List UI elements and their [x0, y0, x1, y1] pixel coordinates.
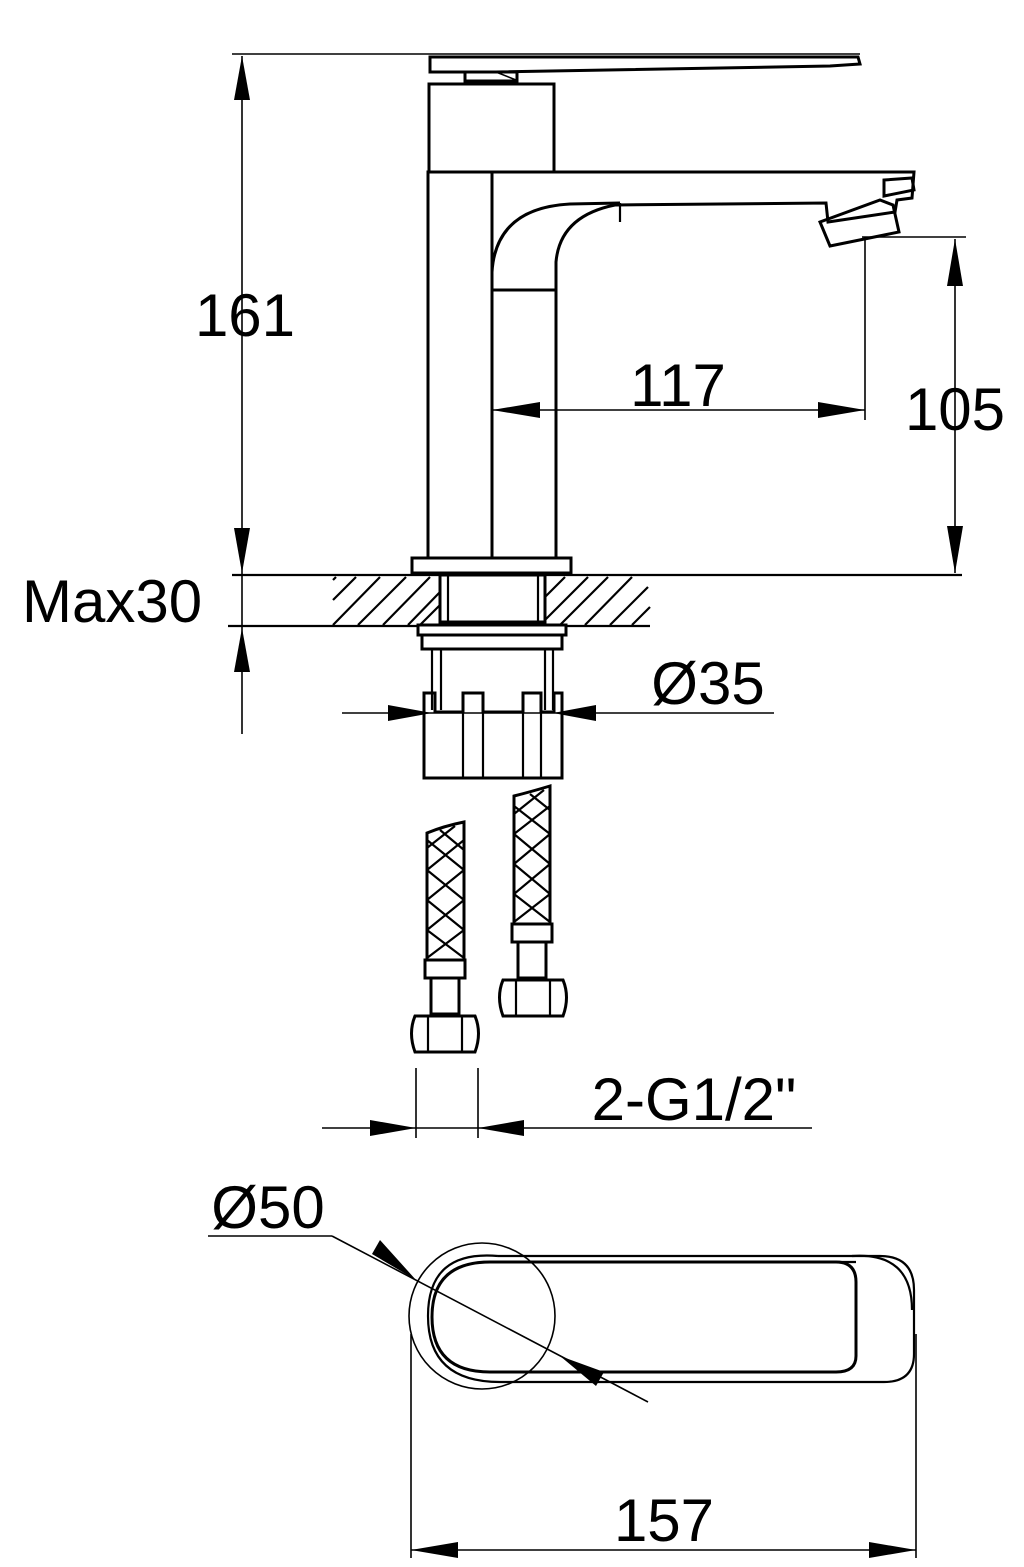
flexible-hoses: [410, 783, 568, 1054]
dim-label-117: 117: [630, 352, 726, 419]
dim-shank-diameter: Ø35: [342, 650, 774, 721]
handle-top-outline: [430, 1260, 858, 1374]
dim-label-d50: Ø50: [211, 1174, 324, 1241]
aerator: [818, 198, 901, 248]
countertop-section: [228, 573, 962, 628]
shank: [438, 573, 547, 624]
dim-label-157: 157: [614, 1487, 714, 1554]
dim-base-diameter: Ø50: [208, 1174, 649, 1403]
dim-label-d35: Ø35: [651, 650, 764, 717]
handle-lever: [428, 55, 862, 74]
dim-hose-connection: 2-G1/2": [322, 1066, 812, 1138]
faucet-top-view: [408, 1242, 916, 1390]
mounting-nut: [422, 691, 564, 780]
cartridge-cap: [427, 82, 556, 174]
hose-nut-right: [498, 978, 568, 1018]
hose-nut-left: [410, 1014, 480, 1054]
base-flange: [410, 556, 573, 575]
base-circle: [408, 1242, 556, 1390]
dim-label-g12: 2-G1/2": [592, 1066, 797, 1133]
dim-spout-reach: 117: [492, 237, 866, 420]
dim-total-length: 157: [410, 1334, 917, 1558]
dim-total-height: 161: [195, 53, 860, 734]
dim-label-161: 161: [195, 282, 295, 349]
faucet-side-view: [410, 55, 916, 780]
dim-label-max30: Max30: [22, 568, 202, 635]
handle-base: [463, 70, 519, 83]
dim-label-105: 105: [905, 376, 1005, 443]
dim-spout-height: 105: [862, 236, 1005, 573]
